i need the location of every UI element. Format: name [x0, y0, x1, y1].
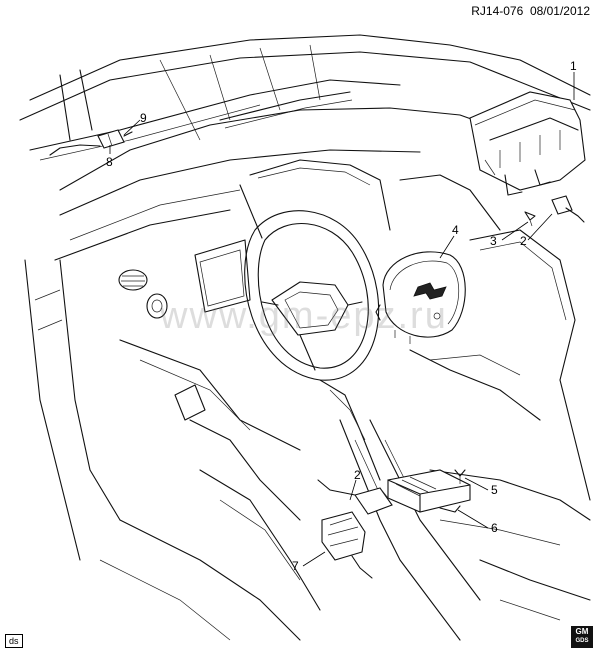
callout-labels: 1 2 3 4 2 5 6 7 8 9 [106, 59, 577, 573]
callout-2-upper: 2 [520, 234, 527, 248]
passenger-airbag-module [469, 91, 586, 196]
fastener-5 [454, 469, 466, 484]
connector-7 [321, 511, 373, 579]
callout-leaders [109, 72, 575, 567]
callout-1: 1 [570, 59, 577, 73]
callout-9: 9 [140, 111, 147, 125]
diagram-ref: RJ14-076 [471, 4, 524, 18]
harness-connector-2-lower [317, 479, 393, 515]
callout-8: 8 [106, 155, 113, 169]
callout-2-lower: 2 [354, 468, 361, 482]
steering-wheel [244, 210, 381, 481]
driver-airbag-module [375, 251, 466, 344]
callout-3: 3 [490, 234, 497, 248]
watermark: www.gm-epz.ru [160, 295, 448, 337]
cowl-frame [19, 34, 591, 161]
diagram-header: RJ14-076 08/01/2012 [471, 4, 590, 18]
passenger-side-structure [399, 174, 591, 501]
callout-4: 4 [452, 223, 459, 237]
callout-5: 5 [491, 483, 498, 497]
sensing-diagnostic-module [387, 469, 471, 513]
floor-pan [99, 419, 591, 641]
gm-logo-line2: GDS [575, 638, 589, 644]
fastener-3 [524, 211, 536, 227]
callout-6: 6 [491, 521, 498, 535]
connector-2-upper [551, 195, 585, 223]
callout-7: 7 [292, 559, 299, 573]
ds-tag: ds [5, 634, 23, 648]
instrument-panel [24, 107, 531, 561]
gm-logo: GM GDS [571, 626, 593, 648]
gm-logo-line1: GM [575, 627, 589, 636]
harness-connector-8-9 [49, 129, 133, 156]
diagram-date: 08/01/2012 [529, 4, 590, 18]
